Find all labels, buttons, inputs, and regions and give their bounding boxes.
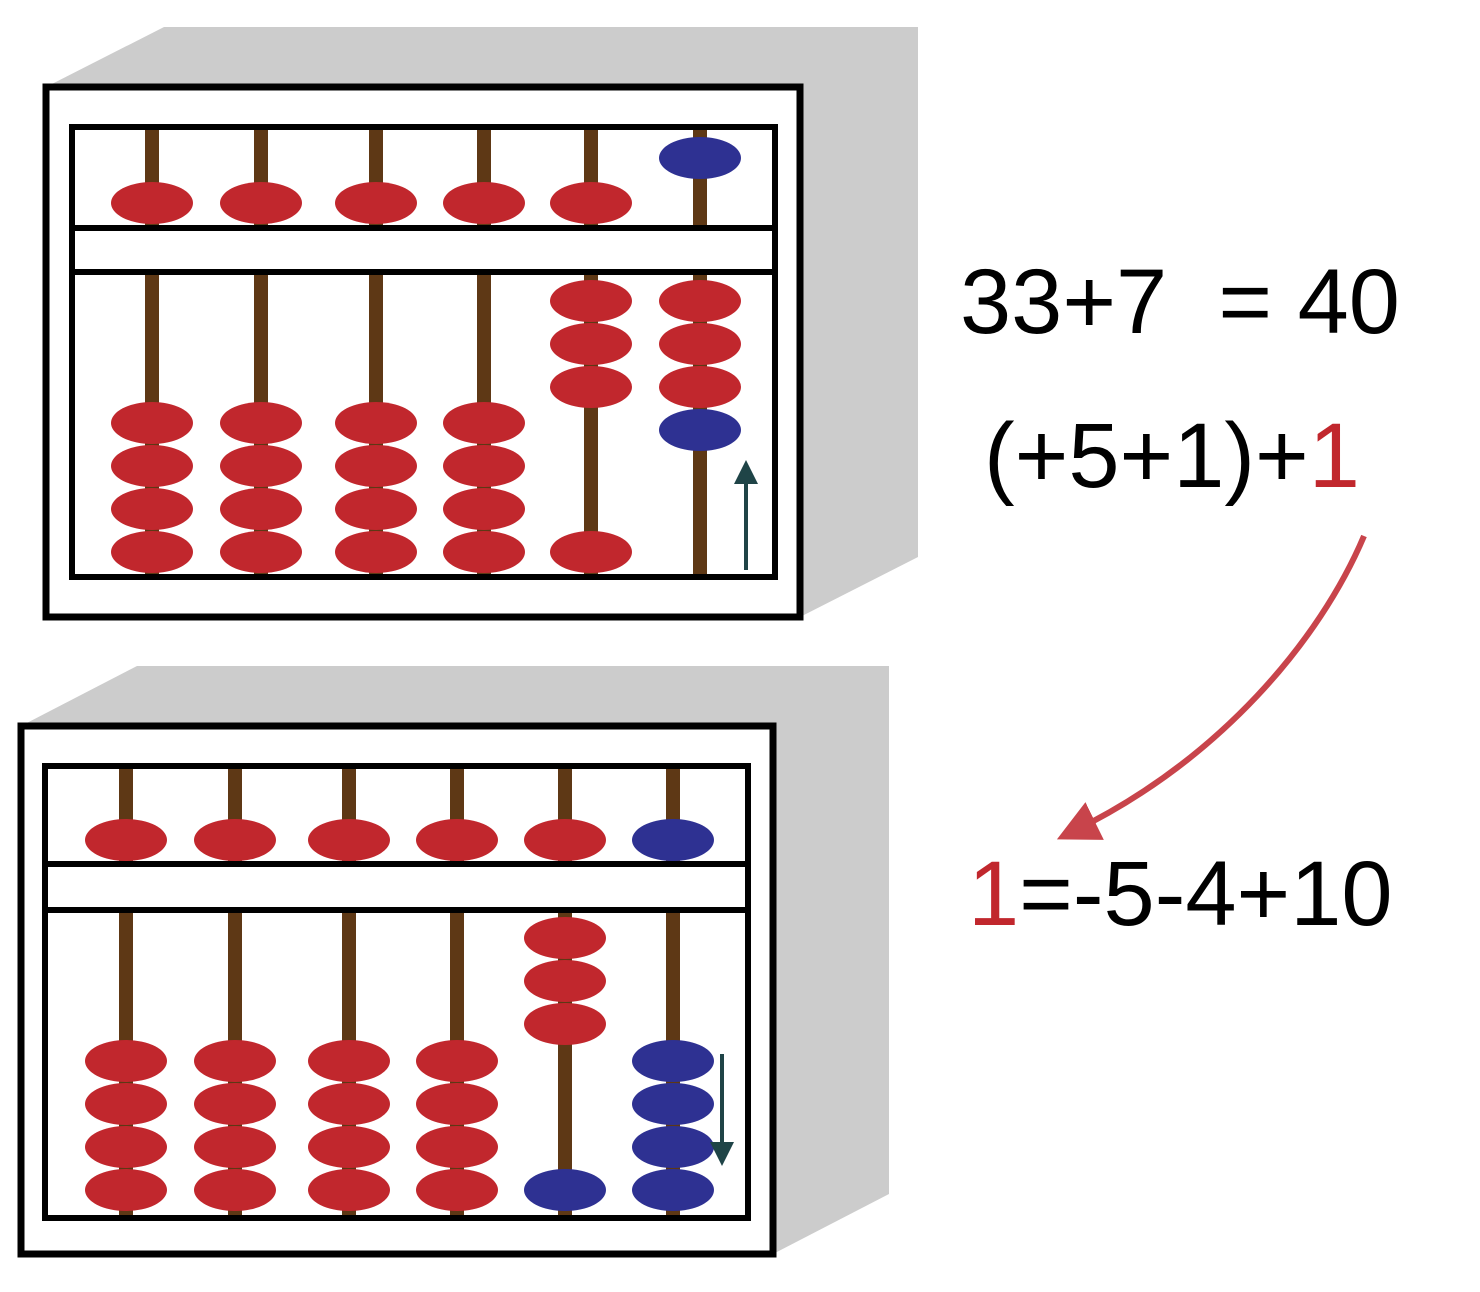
earth-bead xyxy=(85,1169,167,1211)
heaven-bead xyxy=(524,819,606,861)
heaven-bead xyxy=(550,182,632,224)
earth-bead xyxy=(308,1083,390,1125)
earth-bead xyxy=(220,402,302,444)
equation-decomposition-highlight: 1 xyxy=(1308,405,1360,507)
earth-bead xyxy=(443,488,525,530)
equation-complement-main: =-5-4+10 xyxy=(1019,843,1393,945)
earth-bead xyxy=(632,1169,714,1211)
earth-bead xyxy=(194,1126,276,1168)
earth-bead xyxy=(416,1083,498,1125)
equation-complement-highlight: 1 xyxy=(968,843,1020,945)
heaven-bead xyxy=(308,819,390,861)
earth-bead xyxy=(308,1126,390,1168)
earth-bead xyxy=(524,1169,606,1211)
earth-bead xyxy=(111,402,193,444)
earth-bead xyxy=(194,1040,276,1082)
earth-bead xyxy=(111,531,193,573)
abacus-beam xyxy=(69,225,778,275)
heaven-bead xyxy=(111,182,193,224)
earth-bead xyxy=(85,1083,167,1125)
earth-bead xyxy=(524,960,606,1002)
heaven-bead xyxy=(443,182,525,224)
earth-bead xyxy=(194,1083,276,1125)
earth-bead xyxy=(335,445,417,487)
earth-bead xyxy=(659,323,741,365)
abacus-bottom xyxy=(17,666,889,1258)
earth-bead xyxy=(194,1169,276,1211)
earth-bead xyxy=(220,445,302,487)
earth-bead xyxy=(443,531,525,573)
earth-bead xyxy=(550,366,632,408)
heaven-bead xyxy=(335,182,417,224)
earth-bead xyxy=(443,402,525,444)
earth-bead xyxy=(111,445,193,487)
equation-decomposition-main: (+5+1)+ xyxy=(984,405,1309,507)
equation-sum: 33+7 = 40 xyxy=(960,251,1400,353)
earth-bead xyxy=(524,917,606,959)
earth-bead xyxy=(416,1169,498,1211)
earth-bead xyxy=(416,1040,498,1082)
earth-bead xyxy=(85,1040,167,1082)
earth-bead xyxy=(220,488,302,530)
curved-transfer-arrow xyxy=(1056,534,1367,840)
heaven-bead xyxy=(632,819,714,861)
earth-bead xyxy=(308,1040,390,1082)
heaven-bead xyxy=(659,137,741,179)
earth-bead xyxy=(335,531,417,573)
earth-bead xyxy=(85,1126,167,1168)
abacus-beam xyxy=(42,861,751,913)
earth-bead xyxy=(443,445,525,487)
earth-bead xyxy=(550,280,632,322)
earth-bead xyxy=(308,1169,390,1211)
heaven-bead xyxy=(416,819,498,861)
earth-bead xyxy=(220,531,302,573)
earth-bead xyxy=(335,488,417,530)
earth-bead xyxy=(550,323,632,365)
earth-bead xyxy=(659,366,741,408)
earth-bead xyxy=(335,402,417,444)
equation-complement: 1=-5-4+10 xyxy=(968,848,1393,940)
earth-bead xyxy=(659,280,741,322)
earth-bead xyxy=(659,409,741,451)
heaven-bead xyxy=(194,819,276,861)
heaven-bead xyxy=(220,182,302,224)
earth-bead xyxy=(550,531,632,573)
earth-bead xyxy=(632,1040,714,1082)
abacus-top xyxy=(42,27,918,621)
earth-bead xyxy=(632,1126,714,1168)
earth-bead xyxy=(111,488,193,530)
earth-bead xyxy=(524,1003,606,1045)
earth-bead xyxy=(416,1126,498,1168)
equation-decomposition: (+5+1)+1 xyxy=(984,410,1360,502)
earth-bead xyxy=(632,1083,714,1125)
heaven-bead xyxy=(85,819,167,861)
